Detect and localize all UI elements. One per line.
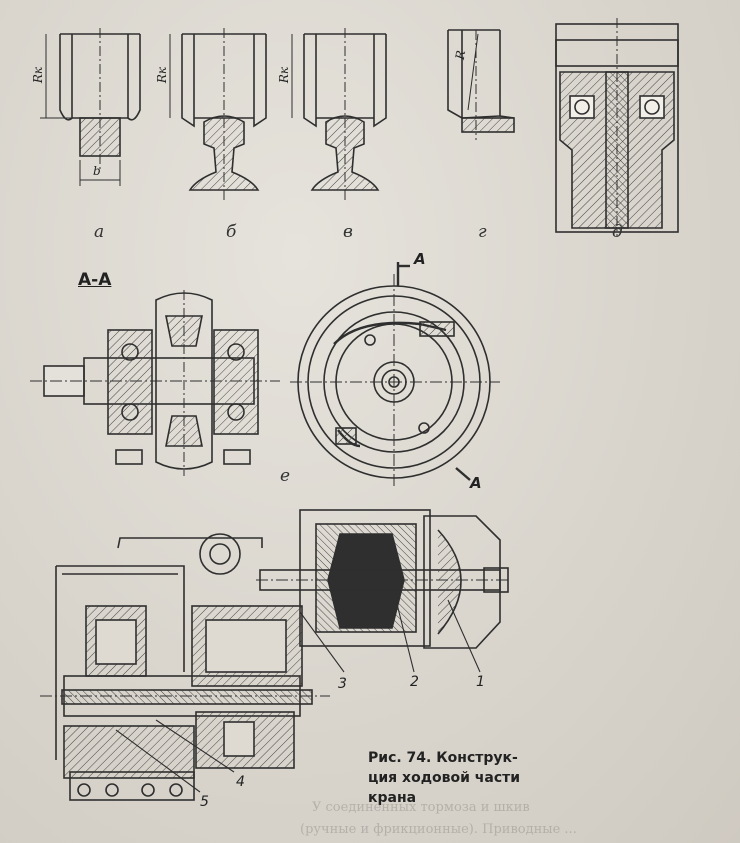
- section-title-aa: А-А: [78, 270, 112, 290]
- caption-line-3: крана: [368, 790, 417, 806]
- part-number-2: 2: [410, 674, 419, 690]
- wheel-profile-v: [291, 28, 387, 200]
- caption-line-1: Рис. 74. Конструк-: [368, 750, 518, 766]
- wheel-end-view: [290, 262, 500, 486]
- wheel-section-aa: [30, 290, 280, 476]
- part-number-4: 4: [236, 774, 245, 790]
- dim-rk-v: Rк: [277, 66, 292, 84]
- wheel-profile-b: [169, 28, 267, 200]
- caption-line-2: ция ходовой части: [368, 770, 521, 786]
- figure-caption: Рис. 74. Конструк- ция ходовой части кра…: [368, 748, 558, 808]
- panel-label-e: е: [280, 466, 291, 486]
- part-number-5: 5: [200, 794, 209, 810]
- dim-rk-a: Rк: [31, 66, 46, 84]
- panel-label-d: д: [612, 222, 623, 242]
- wheel-profile-a: [40, 28, 141, 186]
- bleed-through-line-1: У соединенных тормоза и шкив: [312, 800, 530, 815]
- dim-rk-b: Rк: [155, 66, 170, 84]
- cut-mark-bottom: А: [470, 474, 482, 492]
- wheel-assembly-d: [555, 18, 679, 236]
- wheel-profile-g: [447, 29, 515, 140]
- drive-assembly: [40, 509, 509, 801]
- bleed-through-line-2: (ручные и фрикционные). Приводные ...: [300, 822, 577, 837]
- cut-mark-top: А: [414, 250, 426, 268]
- panel-label-v: в: [343, 222, 353, 242]
- part-number-3: 3: [338, 676, 347, 692]
- panel-label-a: а: [94, 222, 105, 242]
- panel-label-b: б: [226, 222, 237, 242]
- dim-b: b: [93, 164, 101, 178]
- panel-label-g: г: [478, 222, 487, 242]
- part-number-1: 1: [476, 674, 485, 690]
